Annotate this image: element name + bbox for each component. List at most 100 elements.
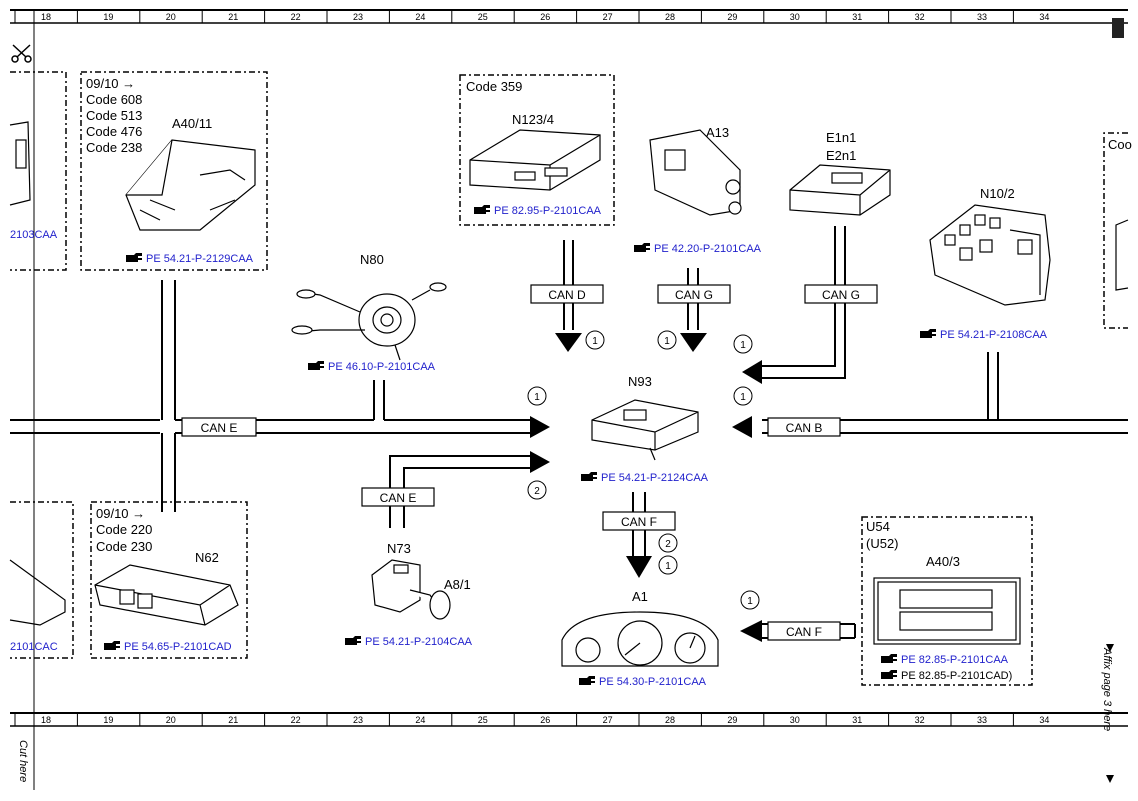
ruler-column-label: 27 [603, 12, 613, 22]
ruler-column-label: 29 [727, 715, 737, 725]
reference-pointer-icon [308, 361, 324, 370]
a40-11-code-line: Code 608 [86, 92, 142, 107]
bus-can-e-main: CAN E [201, 421, 238, 435]
bus-can-g-a13: CAN G [675, 288, 713, 302]
ruler-column-label: 33 [977, 12, 987, 22]
ruler-column-label: 28 [665, 715, 675, 725]
ruler-column-label: 26 [540, 715, 550, 725]
n80-steering-switch [291, 282, 447, 361]
ruler-column-label: 28 [665, 12, 675, 22]
a13-label: A13 [706, 125, 729, 140]
u54-code-line: U54 [866, 519, 890, 534]
ruler-column-label: 21 [228, 715, 238, 725]
n62-code-line: 09/10 → [96, 506, 145, 521]
affix-page-text: Affix page 3 here [1101, 647, 1113, 731]
ruler-column-label: 23 [353, 12, 363, 22]
reference-pointer-icon [881, 670, 897, 679]
reference-pointer-icon [581, 472, 597, 481]
n73-ignition-switch [371, 559, 451, 620]
ruler-column-label: 18 [41, 12, 51, 22]
left-partial-bottom-unit [9, 559, 66, 626]
ruler-column-label: 33 [977, 715, 987, 725]
ruler-column-label: 23 [353, 715, 363, 725]
top-ruler [10, 9, 1128, 24]
n73-label: N73 [387, 541, 411, 556]
a40-3-label: A40/3 [926, 554, 960, 569]
marker-1: 1 [664, 336, 670, 347]
bottom-ruler [10, 712, 1128, 727]
marker-1: 1 [665, 561, 671, 572]
ruler-column-label: 21 [228, 12, 238, 22]
ruler-column-label: 25 [478, 715, 488, 725]
affix-marker-icon [1106, 644, 1114, 652]
marker-1: 1 [534, 392, 540, 403]
number-markers [527, 330, 760, 610]
a40-11-code-line: Code 238 [86, 140, 142, 155]
component-labels: 09/10 → Code 608 Code 513 Code 476 Code … [10, 76, 1132, 688]
page-corner-icon [1112, 18, 1124, 38]
marker-1: 1 [740, 340, 746, 351]
e2n1-label: E2n1 [826, 148, 856, 163]
a40-11-connector [125, 139, 256, 231]
u54-reference: PE 82.85-P-2101CAA [901, 654, 1009, 666]
ruler-column-label: 24 [415, 715, 425, 725]
n62-code-line: Code 220 [96, 522, 152, 537]
ruler-column-label: 32 [915, 715, 925, 725]
a1-instrument-cluster [561, 611, 719, 667]
marker-1: 1 [592, 336, 598, 347]
left-partial-top-reference: 2103CAA [10, 229, 58, 241]
arrowheads [530, 333, 762, 642]
ruler-column-label: 22 [291, 715, 301, 725]
marker-1: 1 [740, 392, 746, 403]
ruler-column-label: 24 [415, 12, 425, 22]
cut-here-text: Cut here [17, 740, 29, 782]
reference-pointer-icon [345, 636, 361, 645]
ruler-column-label: 31 [852, 715, 862, 725]
ruler-column-label: 26 [540, 12, 550, 22]
right-partial-top-unit [1115, 219, 1129, 291]
e1n1-headlamp-unit [789, 164, 891, 216]
a13-lock-module [649, 129, 742, 216]
u54-code-line: (U52) [866, 536, 899, 551]
arrow-can-d [555, 333, 582, 352]
scissors-icon [11, 44, 32, 63]
marker-2: 2 [534, 486, 540, 497]
bus-can-e-n73: CAN E [380, 491, 417, 505]
number-marker-text: 1 1 1 2 1 1 2 1 1 [534, 336, 753, 607]
a40-11-reference: PE 54.21-P-2129CAA [146, 253, 254, 265]
n93-reference: PE 54.21-P-2124CAA [601, 472, 709, 484]
n123-4-label: N123/4 [512, 112, 554, 127]
reference-pointer-icon [126, 253, 142, 262]
a1-reference: PE 54.30-P-2101CAA [599, 676, 707, 688]
a40-11-code-line: Code 476 [86, 124, 142, 139]
a40-11-code-line: Code 513 [86, 108, 142, 123]
reference-pointer-icon [579, 676, 595, 685]
n10-2-label: N10/2 [980, 186, 1015, 201]
n62-reference: PE 54.65-P-2101CAD [124, 641, 232, 653]
reference-pointer-icon [104, 641, 120, 650]
n80-reference: PE 46.10-P-2101CAA [328, 361, 436, 373]
a13-reference: PE 42.20-P-2101CAA [654, 243, 762, 255]
ruler-column-label: 31 [852, 12, 862, 22]
affix-marker-icon-bottom [1106, 775, 1114, 783]
reference-hand-icons [104, 205, 936, 685]
dashed-boxes [10, 71, 1128, 686]
n62-module [94, 564, 239, 626]
n10-2-fuse-box [929, 204, 1051, 306]
n62-label: N62 [195, 550, 219, 565]
bus-can-b: CAN B [786, 421, 823, 435]
ruler-column-label: 27 [603, 715, 613, 725]
ruler-column-label: 32 [915, 12, 925, 22]
left-partial-bottom-reference: 2101CAC [10, 641, 58, 653]
ruler-column-label: 34 [1039, 12, 1049, 22]
ruler-column-label: 20 [166, 12, 176, 22]
u54-reference-2: PE 82.85-P-2101CAD) [901, 670, 1012, 682]
bus-can-d: CAN D [548, 288, 586, 302]
reference-pointer-icon [920, 329, 936, 338]
a40-11-label: A40/11 [172, 116, 212, 131]
ruler-column-label: 18 [41, 715, 51, 725]
a1-label: A1 [632, 589, 648, 604]
n123-4-reference: PE 82.95-P-2101CAA [494, 205, 602, 217]
ruler-column-label: 19 [103, 715, 113, 725]
